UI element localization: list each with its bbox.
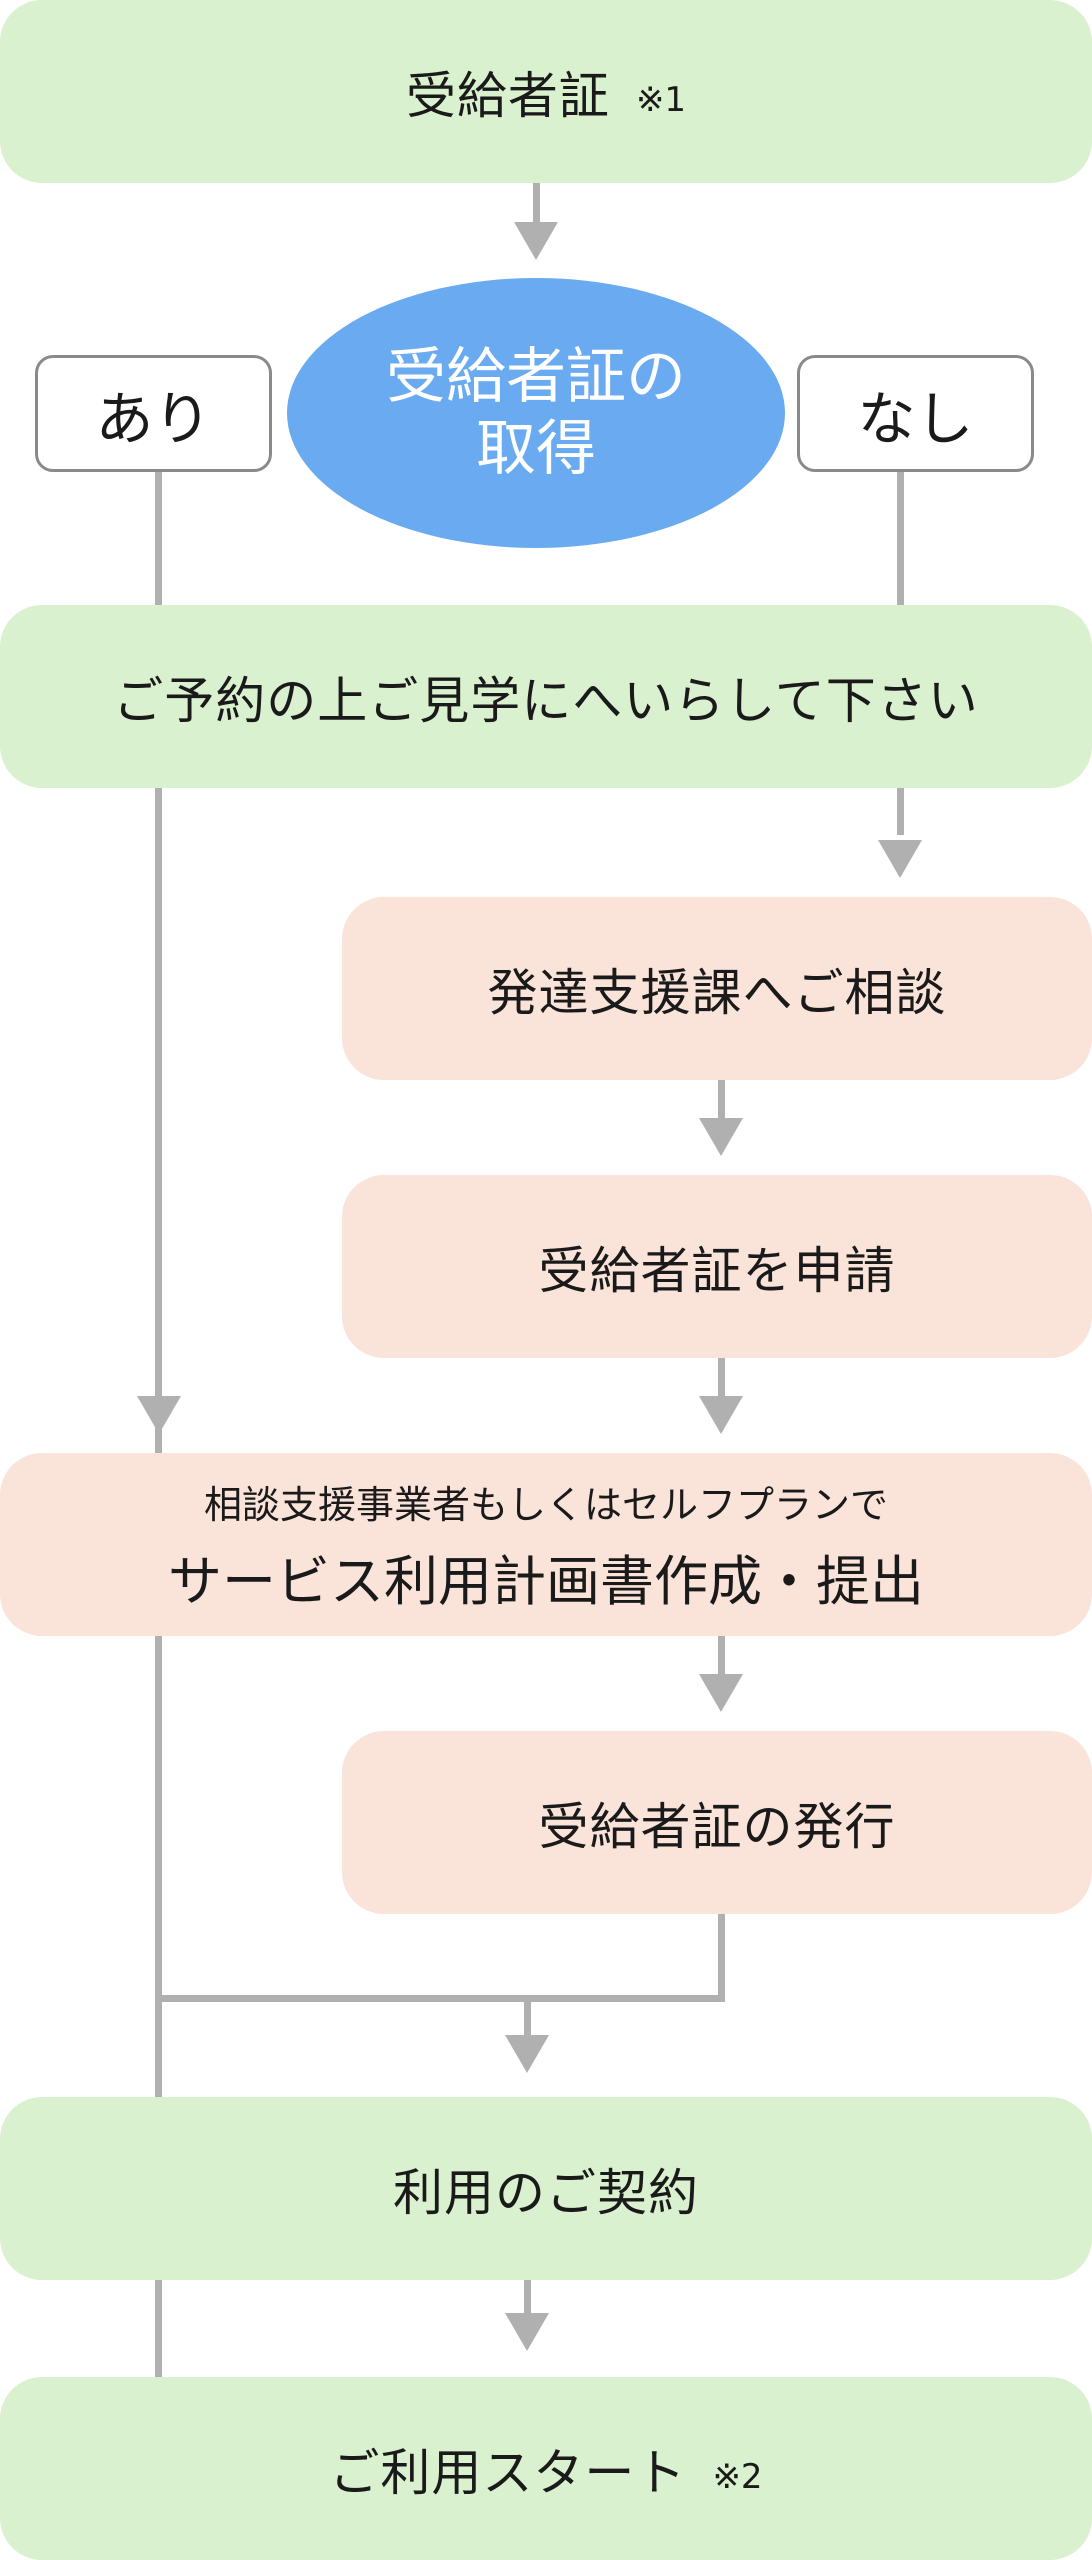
arrow-to-consult: [878, 840, 922, 878]
receipt-certificate-box: 受給者証 ※1: [0, 0, 1092, 183]
visit-label: ご予約の上ご見学にへいらして下さい: [113, 671, 979, 730]
note-1: ※1: [635, 79, 687, 120]
branch-yes-tag: あり: [35, 355, 272, 472]
acquire-certificate-question: 受給者証の 取得: [287, 278, 785, 548]
issue-box: 受給者証の発行: [342, 1731, 1092, 1914]
service-plan-sublabel: 相談支援事業者もしくはセルフプランで: [203, 1482, 888, 1527]
connector-yes-vertical: [155, 470, 162, 2400]
connector-consult-to-apply: [718, 1080, 725, 1120]
start-box: ご利用スタート ※2: [0, 2377, 1092, 2560]
service-plan-label: サービス利用計画書作成・提出: [168, 1549, 924, 1613]
connector-issue-down: [718, 1914, 725, 2002]
start-label: ご利用スタート: [329, 2443, 687, 2502]
branch-no-tag: なし: [797, 355, 1034, 472]
arrow-top-to-question: [514, 222, 558, 260]
question-line-2: 取得: [476, 414, 596, 484]
question-line-1: 受給者証の: [386, 342, 686, 412]
connector-top-to-question: [533, 183, 540, 223]
contract-box: 利用のご契約: [0, 2097, 1092, 2280]
issue-label: 受給者証の発行: [538, 1797, 896, 1856]
connector-merge-horizontal: [155, 1995, 725, 2002]
service-plan-box: 相談支援事業者もしくはセルフプランで サービス利用計画書作成・提出: [0, 1453, 1092, 1636]
apply-label: 受給者証を申請: [538, 1241, 896, 1300]
connector-merge-down: [524, 1995, 531, 2035]
arrow-yes-to-plan: [137, 1396, 181, 1434]
connector-plan-to-issue: [718, 1636, 725, 1676]
arrow-consult-to-apply: [699, 1118, 743, 1156]
receipt-certificate-label: 受給者証: [405, 66, 610, 125]
visit-box: ご予約の上ご見学にへいらして下さい: [0, 605, 1092, 788]
note-2: ※2: [712, 2456, 763, 2497]
arrow-plan-to-issue: [699, 1674, 743, 1712]
arrow-merge-to-contract: [505, 2035, 549, 2073]
contract-label: 利用のご契約: [393, 2163, 699, 2222]
connector-contract-to-start: [524, 2280, 531, 2315]
consult-box: 発達支援課へご相談: [342, 897, 1092, 1080]
apply-box: 受給者証を申請: [342, 1175, 1092, 1358]
connector-apply-to-plan: [718, 1358, 725, 1398]
arrow-apply-to-plan: [699, 1396, 743, 1434]
consult-label: 発達支援課へご相談: [487, 963, 947, 1022]
arrow-contract-to-start: [505, 2313, 549, 2351]
